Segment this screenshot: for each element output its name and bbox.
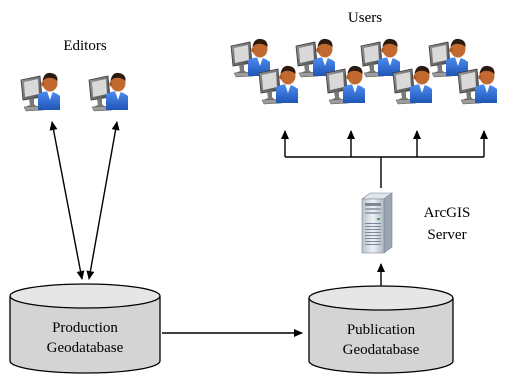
production-geodatabase-icon [9, 283, 161, 374]
editor-user-icon [20, 72, 61, 112]
users-label: Users [347, 10, 383, 26]
server-label-line1: ArcGIS [423, 205, 471, 221]
publication-geodatabase-icon [308, 285, 454, 374]
user-icon [258, 65, 299, 105]
user-icon [360, 38, 401, 78]
publication-geodatabase-label: Publication Geodatabase [314, 320, 448, 360]
publication-line1: Publication [346, 322, 416, 338]
editors-label: Editors [63, 38, 107, 54]
production-geodatabase-label: Production Geodatabase [18, 318, 152, 358]
user-icon [392, 65, 433, 105]
production-line1: Production [52, 320, 118, 336]
editor-arrow-left [49, 121, 85, 280]
server-label-line2: Server [427, 227, 467, 243]
production-line2: Geodatabase [46, 340, 124, 356]
users-distribution-lines [281, 130, 488, 188]
user-icon [428, 38, 469, 78]
user-icon [295, 38, 336, 78]
editor-user-icon [88, 72, 129, 112]
publication-line2: Geodatabase [342, 342, 420, 358]
server-label: ArcGIS Server [412, 202, 482, 246]
editor-arrow-right [86, 121, 120, 280]
user-icon [457, 65, 498, 105]
user-icon [325, 65, 366, 105]
server-tower-icon [361, 192, 393, 254]
user-icon [230, 38, 271, 78]
